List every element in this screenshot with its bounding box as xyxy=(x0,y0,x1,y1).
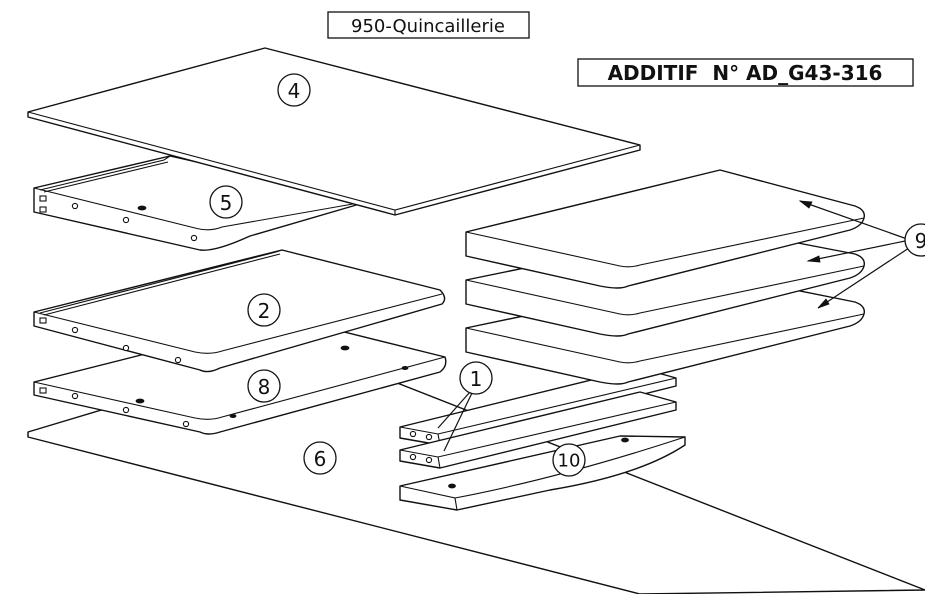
part-1-rail-lower xyxy=(399,391,677,469)
section-label-box: 950-Quincaillerie xyxy=(327,11,530,39)
reference-box: ADDITIF N° AD_G43-316 xyxy=(577,58,914,87)
part-8-side-panel xyxy=(33,317,447,435)
part-4-top-panel xyxy=(27,47,641,216)
callout-2-text: 2 xyxy=(258,299,271,323)
part-10-plinth xyxy=(399,435,686,511)
part-9-shelf-bottom xyxy=(465,274,865,385)
callout-1-text: 1 xyxy=(470,367,483,391)
part-5-side-panel xyxy=(33,155,371,251)
callout-10-text: 10 xyxy=(558,451,581,472)
part-9-shelf-middle xyxy=(465,227,865,337)
callout-9-text: 9 xyxy=(915,229,925,253)
section-label: 950-Quincaillerie xyxy=(351,16,505,37)
callout-5-text: 5 xyxy=(220,191,233,215)
reference-label: ADDITIF N° AD_G43-316 xyxy=(608,61,883,85)
callout-2: 2 xyxy=(247,293,281,327)
callout-5: 5 xyxy=(209,185,243,219)
callout-8: 8 xyxy=(247,369,281,403)
callout-4: 4 xyxy=(277,73,311,107)
callout-10: 10 xyxy=(552,443,586,477)
part-9-shelf-top xyxy=(465,169,865,289)
leader-lines-1 xyxy=(437,391,473,452)
callout-8-text: 8 xyxy=(258,375,271,399)
part-2-side-panel xyxy=(33,249,446,373)
callout-6: 6 xyxy=(303,441,337,475)
leader-lines-9 xyxy=(798,200,913,309)
callout-9: 9 xyxy=(904,223,925,257)
callout-6-text: 6 xyxy=(314,447,327,471)
callout-4-text: 4 xyxy=(288,79,301,103)
callout-1: 1 xyxy=(459,361,493,395)
